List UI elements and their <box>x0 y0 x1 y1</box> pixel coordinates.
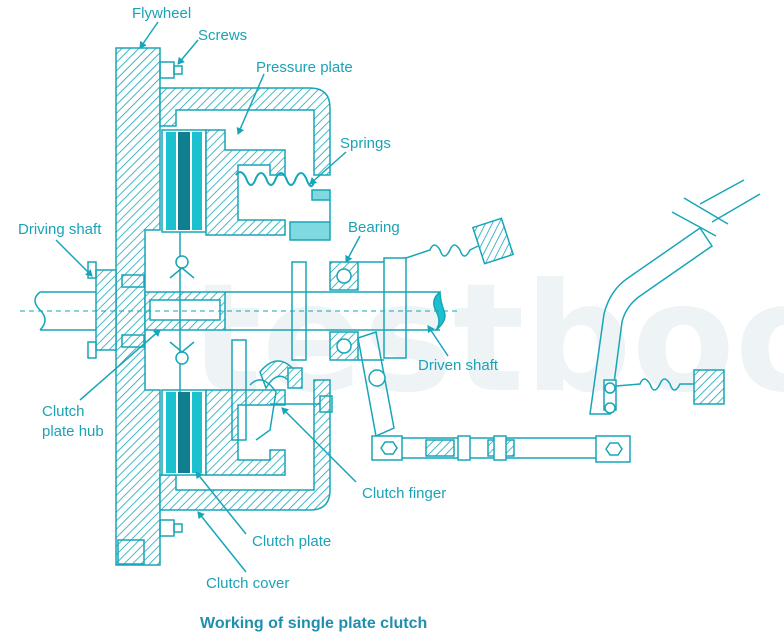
return-spring-lower <box>615 378 694 391</box>
leader-driven-shaft <box>427 325 449 357</box>
leader-clutch-cover <box>197 511 247 573</box>
leader-driving-shaft <box>55 239 93 277</box>
leader-clutch-plate-hub <box>79 329 161 401</box>
release-pivot <box>368 369 386 387</box>
clutch-cover <box>159 87 331 176</box>
hub-rivet-upper <box>175 255 189 269</box>
pilot-bearing-lower <box>121 334 145 348</box>
flywheel-bolt-top <box>159 61 175 79</box>
rod-end-right <box>595 435 631 463</box>
hub-rivet-lower <box>175 351 189 365</box>
return-spring-upper <box>405 244 479 259</box>
clutch-pedal <box>589 226 714 415</box>
label-bearing: Bearing <box>348 219 400 236</box>
driving-shaft-break <box>34 291 46 331</box>
collar-right <box>383 257 407 359</box>
friction-lining-lower-a <box>166 392 176 473</box>
hex-nut-right <box>605 442 623 456</box>
leader-screws <box>177 39 199 65</box>
clutch-finger-arm <box>249 379 277 441</box>
label-driven-shaft: Driven shaft <box>418 357 499 374</box>
flywheel-bolt-bottom <box>159 519 175 537</box>
pedal-pad <box>671 197 729 237</box>
label-clutch-plate: Clutch plate <box>252 533 331 550</box>
pressure-plate-lower <box>205 389 286 476</box>
watermark-text: testbook <box>190 252 784 426</box>
label-driving-shaft: Driving shaft <box>18 221 102 238</box>
clutch-disc-lower <box>178 392 190 473</box>
label-clutch-plate-hub-line1: Clutch <box>42 403 85 420</box>
collar-left <box>291 261 307 361</box>
bearing-upper <box>329 261 359 291</box>
leader-clutch-plate <box>195 471 247 535</box>
label-flywheel: Flywheel <box>132 5 191 22</box>
spring-anchor-upper <box>471 217 515 265</box>
pressure-spring <box>235 171 315 188</box>
driven-shaft <box>225 291 440 331</box>
screw-head-bottom <box>173 523 183 533</box>
leader-clutch-finger <box>281 407 357 483</box>
pressure-plate-upper <box>205 129 286 236</box>
label-pressure-plate: Pressure plate <box>256 59 353 76</box>
driven-shaft-end <box>433 290 446 331</box>
hub-rib-lower <box>169 341 195 353</box>
clutch-disc-upper <box>178 132 190 230</box>
spring-anchor-lower <box>693 369 725 405</box>
leader-springs <box>309 151 347 185</box>
leader-bearing <box>345 235 361 263</box>
label-clutch-plate-hub-line2: plate hub <box>42 423 104 440</box>
hub-rib-upper <box>169 267 195 279</box>
leader-pressure-plate <box>236 73 265 135</box>
hub-spline <box>149 299 221 321</box>
friction-lining-upper-b <box>192 132 202 230</box>
flange-bolt-bottom <box>87 341 97 359</box>
pedal-pin-b <box>604 402 616 414</box>
friction-lining-lower-b <box>192 392 202 473</box>
spring-retainer <box>289 189 331 241</box>
label-clutch-cover: Clutch cover <box>206 575 289 592</box>
label-clutch-finger: Clutch finger <box>362 485 446 502</box>
finger-nut <box>319 395 333 413</box>
bearing-ball-lower <box>336 338 352 354</box>
hex-nut-left <box>380 441 398 455</box>
bearing-ball-upper <box>336 268 352 284</box>
pedal-pad-edge <box>699 179 761 223</box>
lock-nut-a <box>457 435 471 461</box>
leader-flywheel <box>139 21 159 49</box>
lock-nut-b <box>493 435 507 461</box>
clutch-finger-lever <box>231 339 247 441</box>
label-springs: Springs <box>340 135 391 152</box>
flywheel-corner-insert <box>117 539 145 565</box>
pilot-bearing-upper <box>121 274 145 288</box>
driving-shaft-flange <box>95 269 117 351</box>
pedal-pin-a <box>604 382 616 394</box>
label-screws: Screws <box>198 27 247 44</box>
screw-head-top <box>173 65 183 75</box>
figure-caption: Working of single plate clutch <box>200 615 427 632</box>
turnbuckle-left <box>425 439 455 457</box>
clutch-cover-lower <box>159 379 331 511</box>
friction-lining-upper-a <box>166 132 176 230</box>
finger-pivot-block <box>287 367 303 389</box>
release-lever-link <box>357 331 395 438</box>
